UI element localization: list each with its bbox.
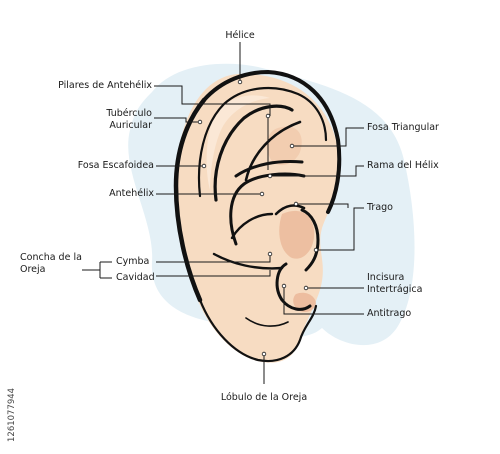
leader-antitrago	[283, 286, 364, 315]
dot-pilares	[265, 113, 271, 119]
dot-fosa-triangular	[289, 143, 295, 149]
leader-dots	[197, 79, 319, 357]
label-antitrago: Antitrago	[367, 308, 412, 319]
cavum-lower-edge	[212, 252, 284, 270]
label-concha-line2: Oreja	[20, 264, 46, 275]
label-antehelix: Antehélix	[109, 188, 154, 199]
dot-lobulo	[261, 351, 267, 357]
leader-trago	[316, 207, 364, 251]
leader-lines	[82, 42, 364, 384]
crus-helix-curve	[274, 204, 306, 216]
leader-tuberculo	[154, 117, 200, 123]
leader-fosa-triangular	[292, 127, 364, 147]
ear-outlines	[173, 70, 342, 363]
dot-helice	[237, 79, 243, 85]
rim-highlight	[206, 95, 270, 190]
label-trago: Trago	[367, 202, 393, 213]
label-concha-line1: Concha de la	[20, 252, 82, 263]
label-fosa-triangular: Fosa Triangular	[367, 122, 439, 133]
watermark-id-text: 1261077944	[7, 387, 17, 442]
antihelix-crus-upper	[213, 104, 294, 202]
leader-rama-helix	[270, 165, 364, 177]
antihelix-body	[229, 172, 306, 246]
dot-cymba	[267, 251, 273, 257]
dot-incisura	[303, 285, 309, 291]
label-lobulo: Lóbulo de la Oreja	[220, 392, 308, 403]
watermark-id: 1261077944	[5, 340, 19, 444]
leader-pilares	[154, 85, 271, 116]
dot-trago	[293, 201, 299, 207]
leader-trago-b	[296, 203, 349, 208]
triangular-fossa-edge	[244, 120, 302, 182]
dot-tuberculo	[197, 119, 203, 125]
helix-left-outline	[173, 97, 207, 303]
leader-cymba	[156, 254, 271, 263]
helix-outer-outline	[202, 70, 342, 214]
lobule-outline	[198, 298, 318, 363]
label-pilares-antehelix: Pilares de Antehélix	[58, 80, 152, 91]
dot-antehelix	[259, 191, 265, 197]
label-rama-helix: Rama del Hélix	[367, 160, 439, 171]
dot-trago-b	[313, 247, 319, 253]
helix-inner-rim	[197, 86, 328, 198]
label-incisura-line1: Incisura	[367, 272, 405, 283]
concha-shadow	[279, 210, 315, 259]
label-cavidad: Cavidad	[116, 272, 155, 283]
antitragus-outline	[275, 262, 312, 311]
leader-concha-bracket	[82, 261, 112, 279]
lobule-inner	[245, 317, 289, 327]
leader-cavidad	[156, 270, 271, 277]
label-incisura-line2: Intertrágica	[367, 284, 423, 295]
dot-rama-helix	[267, 173, 273, 179]
label-cymba: Cymba	[116, 256, 150, 267]
label-tuberculo-auricular-line2: Auricular	[109, 120, 152, 131]
concha-ridge	[230, 212, 274, 240]
label-helice: Hélice	[225, 30, 255, 41]
label-tuberculo-auricular-line1: Tubérculo	[106, 108, 152, 119]
tragus-outline	[300, 208, 320, 272]
label-fosa-escafoidea: Fosa Escafoidea	[77, 160, 154, 171]
antihelix-crus-lower	[234, 160, 304, 178]
dot-antitrago	[281, 283, 287, 289]
dot-fosa-escafoidea	[201, 163, 207, 169]
